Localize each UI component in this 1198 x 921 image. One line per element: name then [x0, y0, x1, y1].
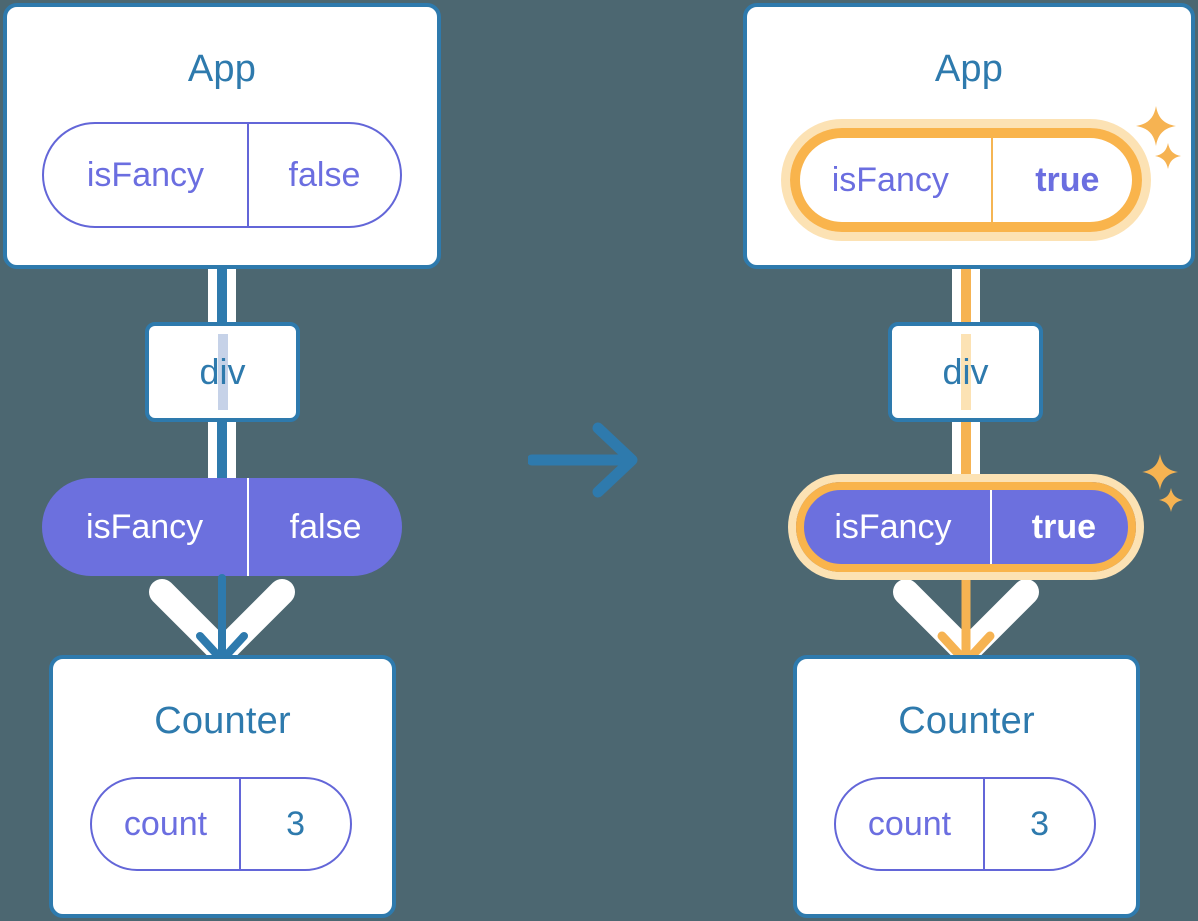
prop-pill-after: isFancy true	[796, 482, 1136, 572]
app-state-pill-after: isFancy true	[790, 128, 1142, 232]
counter-title-before: Counter	[154, 700, 291, 742]
div-passthrough-line	[217, 334, 228, 410]
div-label: div	[942, 351, 989, 392]
prop-pill-after-wrapper: isFancy true	[796, 482, 1136, 572]
app-state-pill-before: isFancy false	[42, 122, 402, 228]
prop-pill-before: isFancy false	[42, 478, 402, 576]
sparkle-large-icon	[1136, 106, 1176, 146]
connector-div-to-prop-after	[952, 414, 980, 494]
prop-key: isFancy	[834, 507, 952, 546]
state-value: false	[246, 124, 400, 226]
state-key: count	[123, 804, 208, 843]
connector-core	[217, 414, 227, 494]
prop-key: isFancy	[86, 507, 204, 546]
counter-title-after: Counter	[898, 700, 1035, 742]
state-key: isFancy	[86, 155, 205, 194]
app-state-pill-after-wrapper: isFancy true	[790, 128, 1142, 232]
prop-flow-arrow-after	[893, 573, 1039, 667]
sparkle-large-icon	[1142, 454, 1178, 490]
div-node-before: div	[145, 322, 300, 422]
state-key: count	[867, 804, 952, 843]
connector-core	[217, 225, 227, 330]
connector-core	[961, 414, 971, 494]
prop-value: false	[247, 478, 402, 576]
app-title-before: App	[187, 48, 257, 90]
counter-state-pill-before: count 3	[90, 777, 352, 871]
state-value: 3	[983, 779, 1094, 869]
connector-core	[961, 225, 971, 330]
state-key: isFancy	[831, 160, 949, 199]
transition-arrow-right-icon	[528, 422, 638, 498]
div-passthrough-line	[960, 334, 971, 410]
prop-value: true	[989, 482, 1136, 572]
div-label: div	[199, 351, 246, 392]
sparkle-small-icon	[1159, 488, 1183, 512]
state-value: true	[990, 128, 1142, 232]
sparkle-small-icon	[1155, 143, 1181, 169]
div-node-after: div	[888, 322, 1043, 422]
state-value: 3	[239, 779, 350, 869]
counter-state-pill-after: count 3	[834, 777, 1096, 871]
app-title-after: App	[934, 48, 1004, 90]
